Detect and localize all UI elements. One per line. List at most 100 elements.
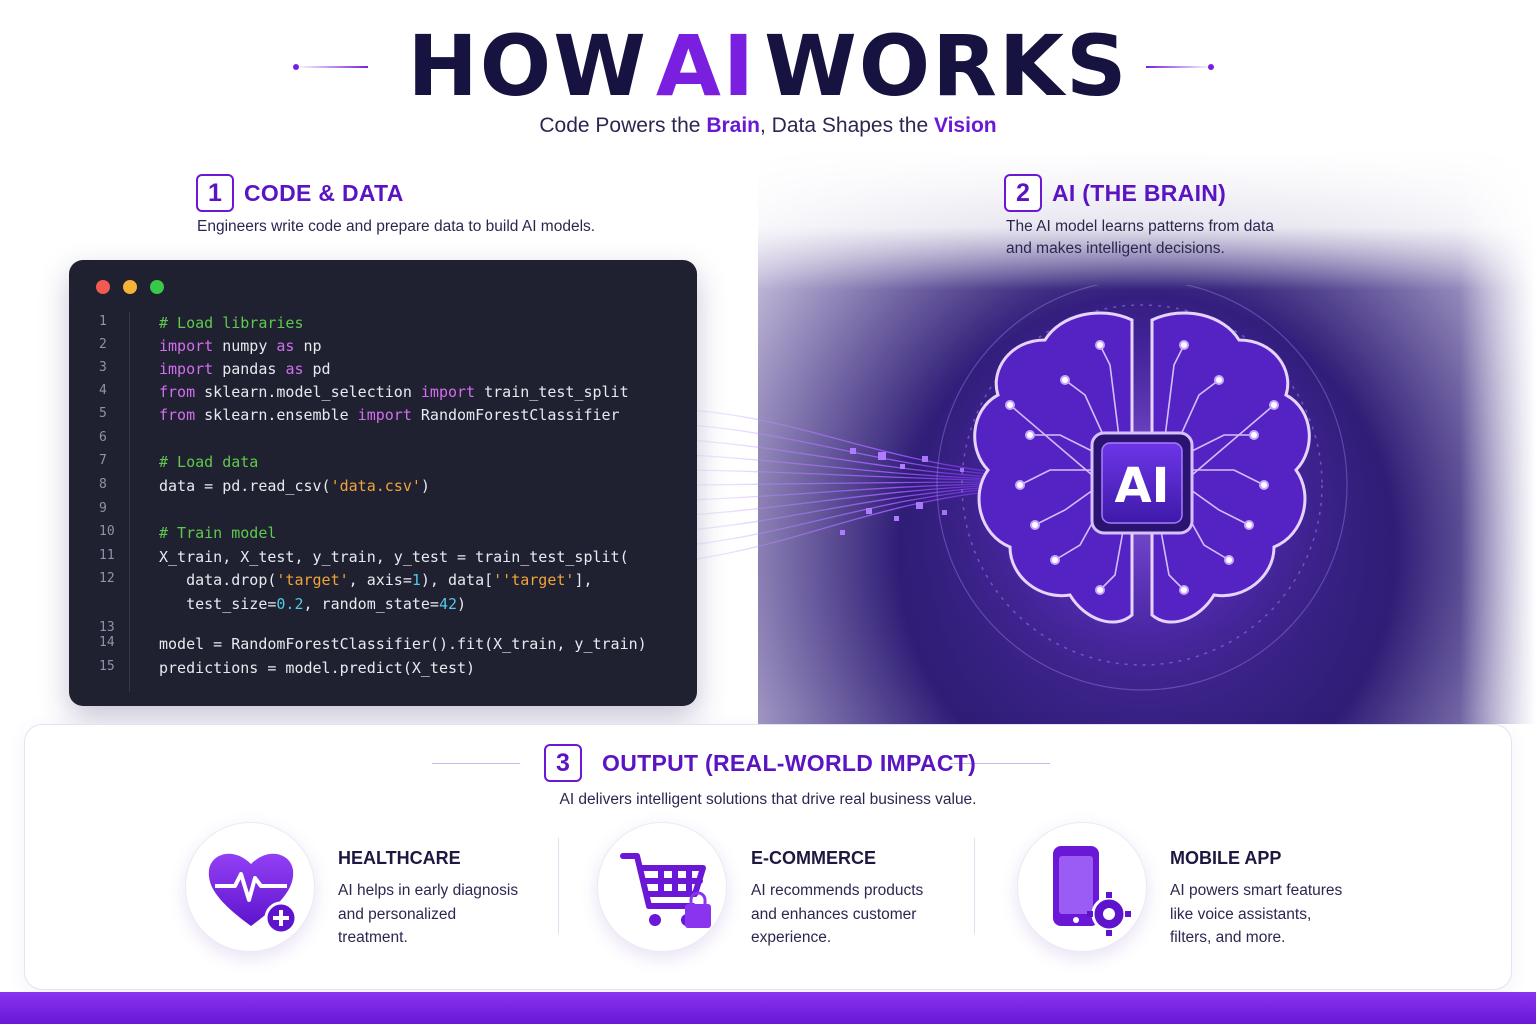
- code-line: 7 # Load data: [69, 453, 697, 475]
- code-line: 1# Load libraries: [69, 314, 697, 336]
- description-line: The AI model learns patterns from data: [1006, 218, 1274, 235]
- code-line: 4 from sklearn.model_selection import tra…: [69, 383, 697, 405]
- window-close-dot[interactable]: [96, 280, 110, 294]
- title-decor-dot-right: [1208, 64, 1214, 70]
- code-text: data = pd.read_csv('data.csv'): [159, 477, 430, 495]
- desc-line: like voice assistants,: [1170, 905, 1312, 923]
- code-line: test_size=0.2, random_state=42): [69, 595, 697, 617]
- line-number: 12: [99, 571, 115, 586]
- output-desc-mobile: AI powers smart features like voice assi…: [1170, 879, 1380, 950]
- desc-line: treatment.: [338, 929, 408, 946]
- section-title: AI (THE BRAIN): [1052, 179, 1227, 206]
- code-text: test_size=0.2, random_state=42): [159, 595, 467, 613]
- shopping-cart-icon: [620, 853, 711, 928]
- subtitle-text-2: , Data Shapes the: [760, 114, 934, 137]
- code-text: data.drop('target', axis=1), data[''targ…: [159, 571, 593, 589]
- code-line: 9: [69, 501, 697, 523]
- code-text: from sklearn.ensemble import RandomFores…: [159, 406, 620, 424]
- desc-line: filters, and more.: [1170, 929, 1286, 946]
- line-number: 9: [99, 501, 107, 516]
- code-text: # Train model: [159, 524, 277, 542]
- title-decor-dot-left: [293, 64, 299, 70]
- code-line: 11 X_train, X_test, y_train, y_test = tra…: [69, 548, 697, 570]
- section-output-header: 3 OUTPUT (REAL-WORLD IMPACT): [544, 744, 976, 782]
- code-text: # Load libraries: [159, 314, 304, 332]
- code-text: from sklearn.model_selection import trai…: [159, 383, 629, 401]
- mobile-icon-circle: [1017, 822, 1147, 952]
- section-code-description: Engineers write code and prepare data to…: [197, 218, 596, 235]
- desc-line: AI helps in early diagnosis: [338, 882, 519, 899]
- output-desc-ecommerce: AI recommends products and enhances cust…: [751, 879, 961, 950]
- subtitle-highlight-brain: Brain: [706, 114, 761, 137]
- line-number: 7: [99, 453, 107, 468]
- line-number: 5: [99, 406, 107, 421]
- code-text: model = RandomForestClassifier().fit(X_t…: [159, 635, 647, 653]
- ai-brain-graphic: AI: [902, 285, 1382, 705]
- footer-accent-bar: [0, 992, 1536, 1024]
- line-number: 11: [99, 548, 115, 563]
- output-header-line-right: [950, 763, 1050, 764]
- chip-label: AI: [1114, 458, 1169, 514]
- code-line: 13: [69, 620, 697, 642]
- title-word-how: HOW: [407, 17, 648, 115]
- window-minimize-dot[interactable]: [123, 280, 137, 294]
- output-divider: [558, 838, 559, 934]
- title-word-works: WORKS: [764, 17, 1129, 115]
- line-number: 6: [99, 430, 107, 445]
- brain-panel-top-fade: [758, 150, 1536, 290]
- subtitle-highlight-vision: Vision: [933, 114, 997, 137]
- code-text: import pandas as pd: [159, 360, 331, 378]
- description-line: and makes intelligent decisions.: [1006, 240, 1225, 257]
- page-title: HOWAIWORKS: [0, 18, 1536, 114]
- line-number: 15: [99, 659, 115, 674]
- desc-line: experience.: [751, 929, 832, 946]
- section-brain-description: The AI model learns patterns from data a…: [1006, 216, 1274, 260]
- code-line: 5 from sklearn.ensemble import RandomFore…: [69, 406, 697, 428]
- section-title: OUTPUT (REAL-WORLD IMPACT): [602, 749, 977, 776]
- code-line: 10 # Train model: [69, 524, 697, 546]
- section-brain-header: 2 AI (THE BRAIN): [1004, 174, 1226, 212]
- section-code-header: 1 CODE & DATA: [196, 174, 404, 212]
- code-text: import numpy as np: [159, 337, 322, 355]
- line-number: 4: [99, 383, 107, 398]
- code-line: 3 import pandas as pd: [69, 360, 697, 382]
- heart-pulse-icon: [208, 853, 298, 935]
- code-line: 15 predictions = model.predict(X_test): [69, 659, 697, 681]
- section-number-badge: 2: [1004, 174, 1042, 212]
- window-maximize-dot[interactable]: [150, 280, 164, 294]
- line-number: 2: [99, 337, 107, 352]
- line-number: 10: [99, 524, 115, 539]
- output-divider: [974, 838, 975, 934]
- ecommerce-icon-circle: [597, 822, 727, 952]
- section-number-badge: 3: [544, 744, 582, 782]
- subtitle-text-1: Code Powers the: [539, 114, 707, 137]
- section-title: CODE & DATA: [244, 179, 404, 206]
- brain-panel-side-fade: [1460, 150, 1536, 724]
- output-header-line-left: [432, 763, 520, 764]
- output-title-ecommerce: E-COMMERCE: [751, 848, 876, 868]
- output-title-healthcare: HEALTHCARE: [338, 848, 461, 868]
- section-number-badge: 1: [196, 174, 234, 212]
- code-line: 2 import numpy as np: [69, 337, 697, 359]
- code-text: predictions = model.predict(X_test): [159, 659, 476, 677]
- line-number: 13: [99, 620, 115, 635]
- output-desc-healthcare: AI helps in early diagnosis and personal…: [338, 879, 548, 950]
- desc-line: and enhances customer: [751, 905, 917, 923]
- title-decor-line-left: [296, 66, 368, 68]
- mobile-gear-icon: [1053, 846, 1131, 936]
- code-line: 12 data.drop('target', axis=1), data[''t…: [69, 571, 697, 593]
- code-text: # Load data: [159, 453, 259, 471]
- section-output-description: AI delivers intelligent solutions that d…: [559, 791, 977, 808]
- title-word-ai: AI: [655, 17, 757, 115]
- line-number-gutter-divider: [129, 312, 130, 692]
- output-title-mobile: MOBILE APP: [1170, 848, 1282, 868]
- desc-line: and personalized: [338, 905, 457, 923]
- title-decor-line-right: [1146, 66, 1212, 68]
- healthcare-icon-circle: [185, 822, 315, 952]
- page-subtitle: Code Powers the Brain, Data Shapes the V…: [0, 114, 1536, 138]
- code-text: X_train, X_test, y_train, y_test = train…: [159, 548, 629, 566]
- line-number: 3: [99, 360, 107, 375]
